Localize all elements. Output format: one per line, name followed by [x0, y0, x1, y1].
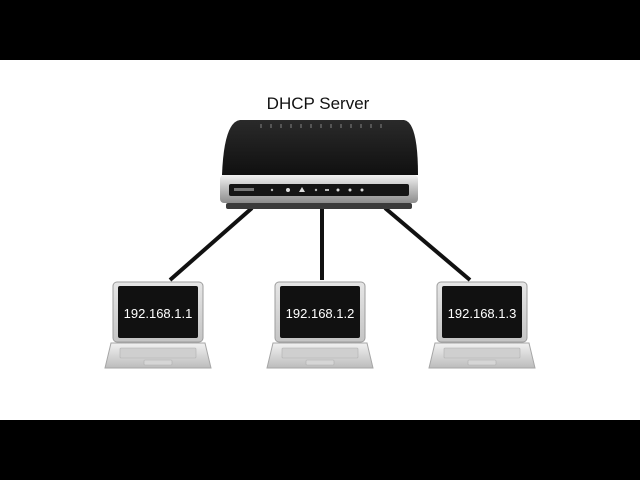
cable-right [383, 206, 472, 282]
client-ip-label: 192.168.1.2 [286, 306, 355, 321]
laptop-icon: 192.168.1.2 [266, 281, 374, 369]
router-icon [220, 120, 418, 209]
network-cables [168, 206, 472, 282]
cable-left [168, 206, 254, 282]
client-ip-label: 192.168.1.1 [124, 306, 193, 321]
network-diagram: DHCP Server [104, 94, 536, 369]
laptop-icon: 192.168.1.1 [104, 281, 212, 369]
client-ip-label: 192.168.1.3 [448, 306, 517, 321]
server-title: DHCP Server [267, 94, 370, 113]
diagram-canvas: DHCP Server [0, 60, 640, 420]
laptop-icon: 192.168.1.3 [428, 281, 536, 369]
